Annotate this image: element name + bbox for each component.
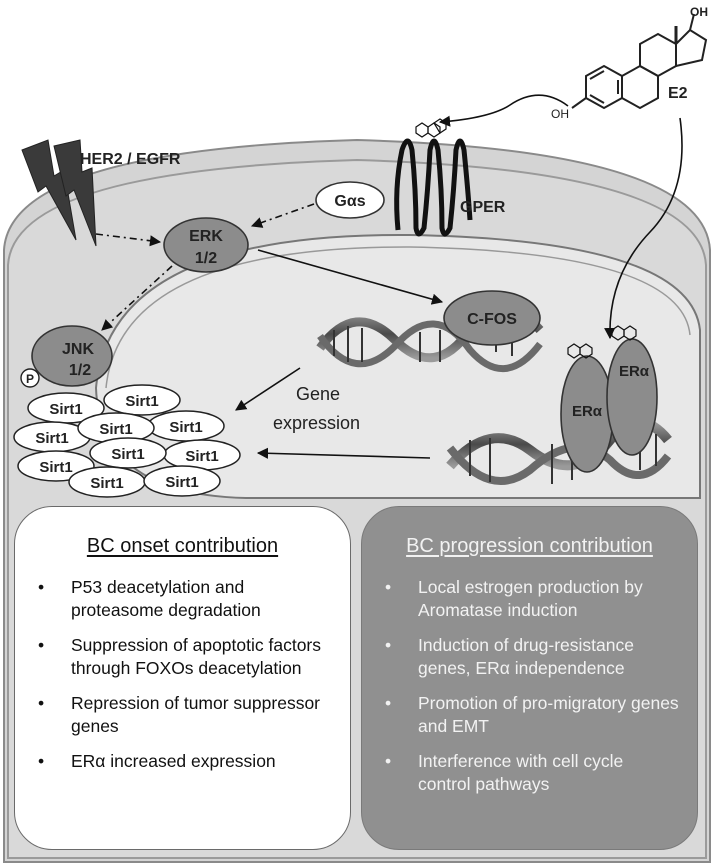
her2-egfr-label: HER2 / EGFR	[80, 151, 181, 168]
sirt1-label: Sirt1	[39, 459, 72, 476]
phospho-label: P	[26, 372, 34, 386]
progression-item: • Promotion of pro-migratory genes and EM…	[385, 692, 679, 738]
gas-label: Gαs	[334, 193, 365, 210]
erk-node	[163, 217, 249, 273]
bullet-icon: •	[38, 635, 45, 655]
sirt1-label: Sirt1	[111, 446, 144, 463]
sirt1-label: Sirt1	[185, 448, 218, 465]
oh-left-label: OH	[551, 107, 569, 121]
onset-item: • Suppression of apoptotic factors throug…	[38, 634, 332, 680]
onset-item: • Repression of tumor suppressor genes	[38, 692, 332, 738]
sirt1-node	[89, 437, 167, 469]
progression-item-text: Interference with cell cycle control pat…	[418, 751, 624, 794]
progression-item: • Induction of drug-resistance genes, ERα…	[385, 634, 679, 680]
erk-to-jnk-arrow	[101, 265, 173, 331]
era-right-node	[606, 338, 658, 456]
erk-sub-label: 1/2	[195, 250, 217, 267]
era-left-label: ERα	[572, 403, 603, 420]
era-right-label: ERα	[619, 363, 650, 380]
era-dimer	[560, 338, 658, 473]
progression-item-text: Local estrogen production by Aromatase i…	[418, 577, 643, 620]
gas-node	[315, 181, 385, 219]
e2-to-era-arrow	[604, 117, 683, 340]
erk-label: ERK	[189, 228, 223, 245]
estradiol-structure	[571, 13, 708, 110]
phospho-badge	[20, 368, 40, 388]
bullet-icon: •	[38, 577, 45, 597]
sirt1-label: Sirt1	[90, 475, 123, 492]
progression-list: • Local estrogen production by Aromatase …	[362, 576, 697, 796]
gper-receptor	[394, 138, 473, 237]
sirt1-label: Sirt1	[125, 393, 158, 410]
progression-title: BC progression contribution	[406, 535, 653, 557]
oh-top-label: OH	[690, 5, 708, 19]
progression-item-text: Induction of drug-resistance genes, ERα …	[418, 635, 634, 678]
dna-upper-to-sirt1-arrow	[235, 367, 301, 411]
e2-label: E2	[668, 85, 688, 102]
jnk-sub-label: 1/2	[69, 362, 91, 379]
progression-contribution-box: BC progression contribution • Local estro…	[361, 506, 698, 850]
onset-item: • ERα increased expression	[38, 750, 332, 773]
gper-label: GPER	[460, 199, 506, 216]
onset-contribution-box: BC onset contribution • P53 deacetylation…	[14, 506, 351, 850]
her2-egfr-lightning-icon	[21, 139, 97, 247]
bullet-icon: •	[385, 635, 392, 655]
cfos-label: C-FOS	[467, 311, 517, 328]
bullet-icon: •	[385, 751, 392, 771]
onset-item-text: Repression of tumor suppressor genes	[71, 693, 320, 736]
ligand-on-era	[567, 325, 637, 359]
sirt1-node	[103, 384, 181, 416]
onset-item-text: P53 deacetylation and proteasome degrada…	[71, 577, 261, 620]
sirt1-cluster: Sirt1 Sirt1 Sirt1 Sirt1 Sirt1 Sirt1 Sirt…	[13, 384, 241, 498]
gene-expression-label-1: Gene	[296, 384, 340, 404]
sirt1-node	[143, 465, 221, 497]
dna-lower-to-sirt1-arrow	[256, 447, 431, 459]
sirt1-label: Sirt1	[99, 421, 132, 438]
sirt1-label: Sirt1	[35, 430, 68, 447]
e2-to-gpcr-arrow	[438, 94, 569, 127]
sirt1-label: Sirt1	[169, 419, 202, 436]
onset-item-text: Suppression of apoptotic factors through…	[71, 635, 322, 678]
onset-title: BC onset contribution	[86, 535, 279, 557]
nucleus-envelope-inner	[105, 246, 691, 389]
onset-list: • P53 deacetylation and proteasome degrad…	[15, 576, 350, 773]
bullet-icon: •	[385, 693, 392, 713]
progression-item: • Local estrogen production by Aromatase …	[385, 576, 679, 622]
progression-item: • Interference with cell cycle control pa…	[385, 750, 679, 796]
bullet-icon: •	[38, 693, 45, 713]
jnk-label: JNK	[62, 341, 94, 358]
jnk-node	[31, 325, 113, 387]
sirt1-label: Sirt1	[49, 401, 82, 418]
onset-item: • P53 deacetylation and proteasome degrad…	[38, 576, 332, 622]
sirt1-label: Sirt1	[165, 474, 198, 491]
bullet-icon: •	[38, 751, 45, 771]
onset-item-text: ERα increased expression	[71, 751, 276, 771]
erk-to-cfos-arrow	[257, 249, 444, 305]
her2-to-erk-arrow	[95, 233, 162, 247]
gene-expression-label-2: expression	[273, 413, 360, 433]
bullet-icon: •	[385, 577, 392, 597]
ligand-on-gper	[415, 118, 447, 138]
gas-to-erk-arrow	[250, 203, 315, 228]
cfos-node	[443, 290, 541, 346]
progression-item-text: Promotion of pro-migratory genes and EMT	[418, 693, 679, 736]
